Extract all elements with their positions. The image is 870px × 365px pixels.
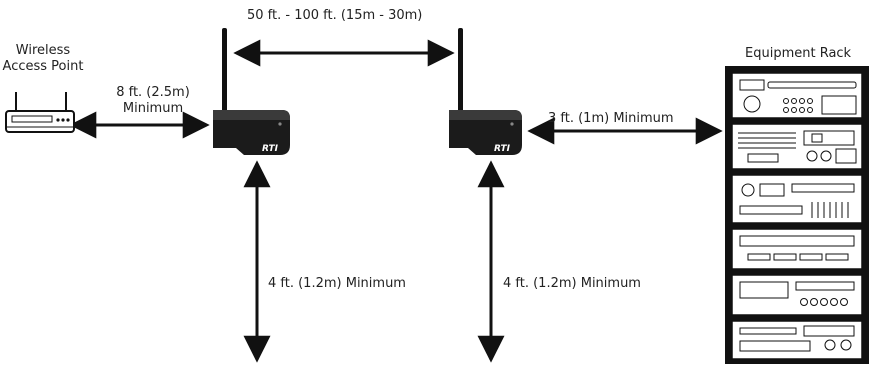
rti-extender-right-icon: RTI [449,28,522,155]
top-distance-label: 50 ft. - 100 ft. (15m - 30m) [247,8,423,23]
rack-title: Equipment Rack [745,46,852,61]
rack-distance-label: 3 ft. (1m) Minimum [548,111,674,126]
left-vertical-label: 4 ft. (1.2m) Minimum [268,276,406,291]
ap-distance-line1: 8 ft. (2.5m) [116,85,190,100]
ap-distance-label: 8 ft. (2.5m) Minimum [98,85,208,117]
ap-label-line1: Wireless [15,43,71,58]
wireless-access-point-icon [5,92,75,133]
ap-label: Wireless Access Point [0,43,86,75]
right-vertical-label: 4 ft. (1.2m) Minimum [503,276,641,291]
ap-label-line2: Access Point [2,59,84,74]
rti-extender-left-icon: RTI [213,28,290,155]
equipment-rack-icon [725,66,869,364]
ap-distance-line2: Minimum [122,101,184,116]
rti-logo-left: RTI [262,144,279,154]
rti-logo-right: RTI [494,144,511,154]
